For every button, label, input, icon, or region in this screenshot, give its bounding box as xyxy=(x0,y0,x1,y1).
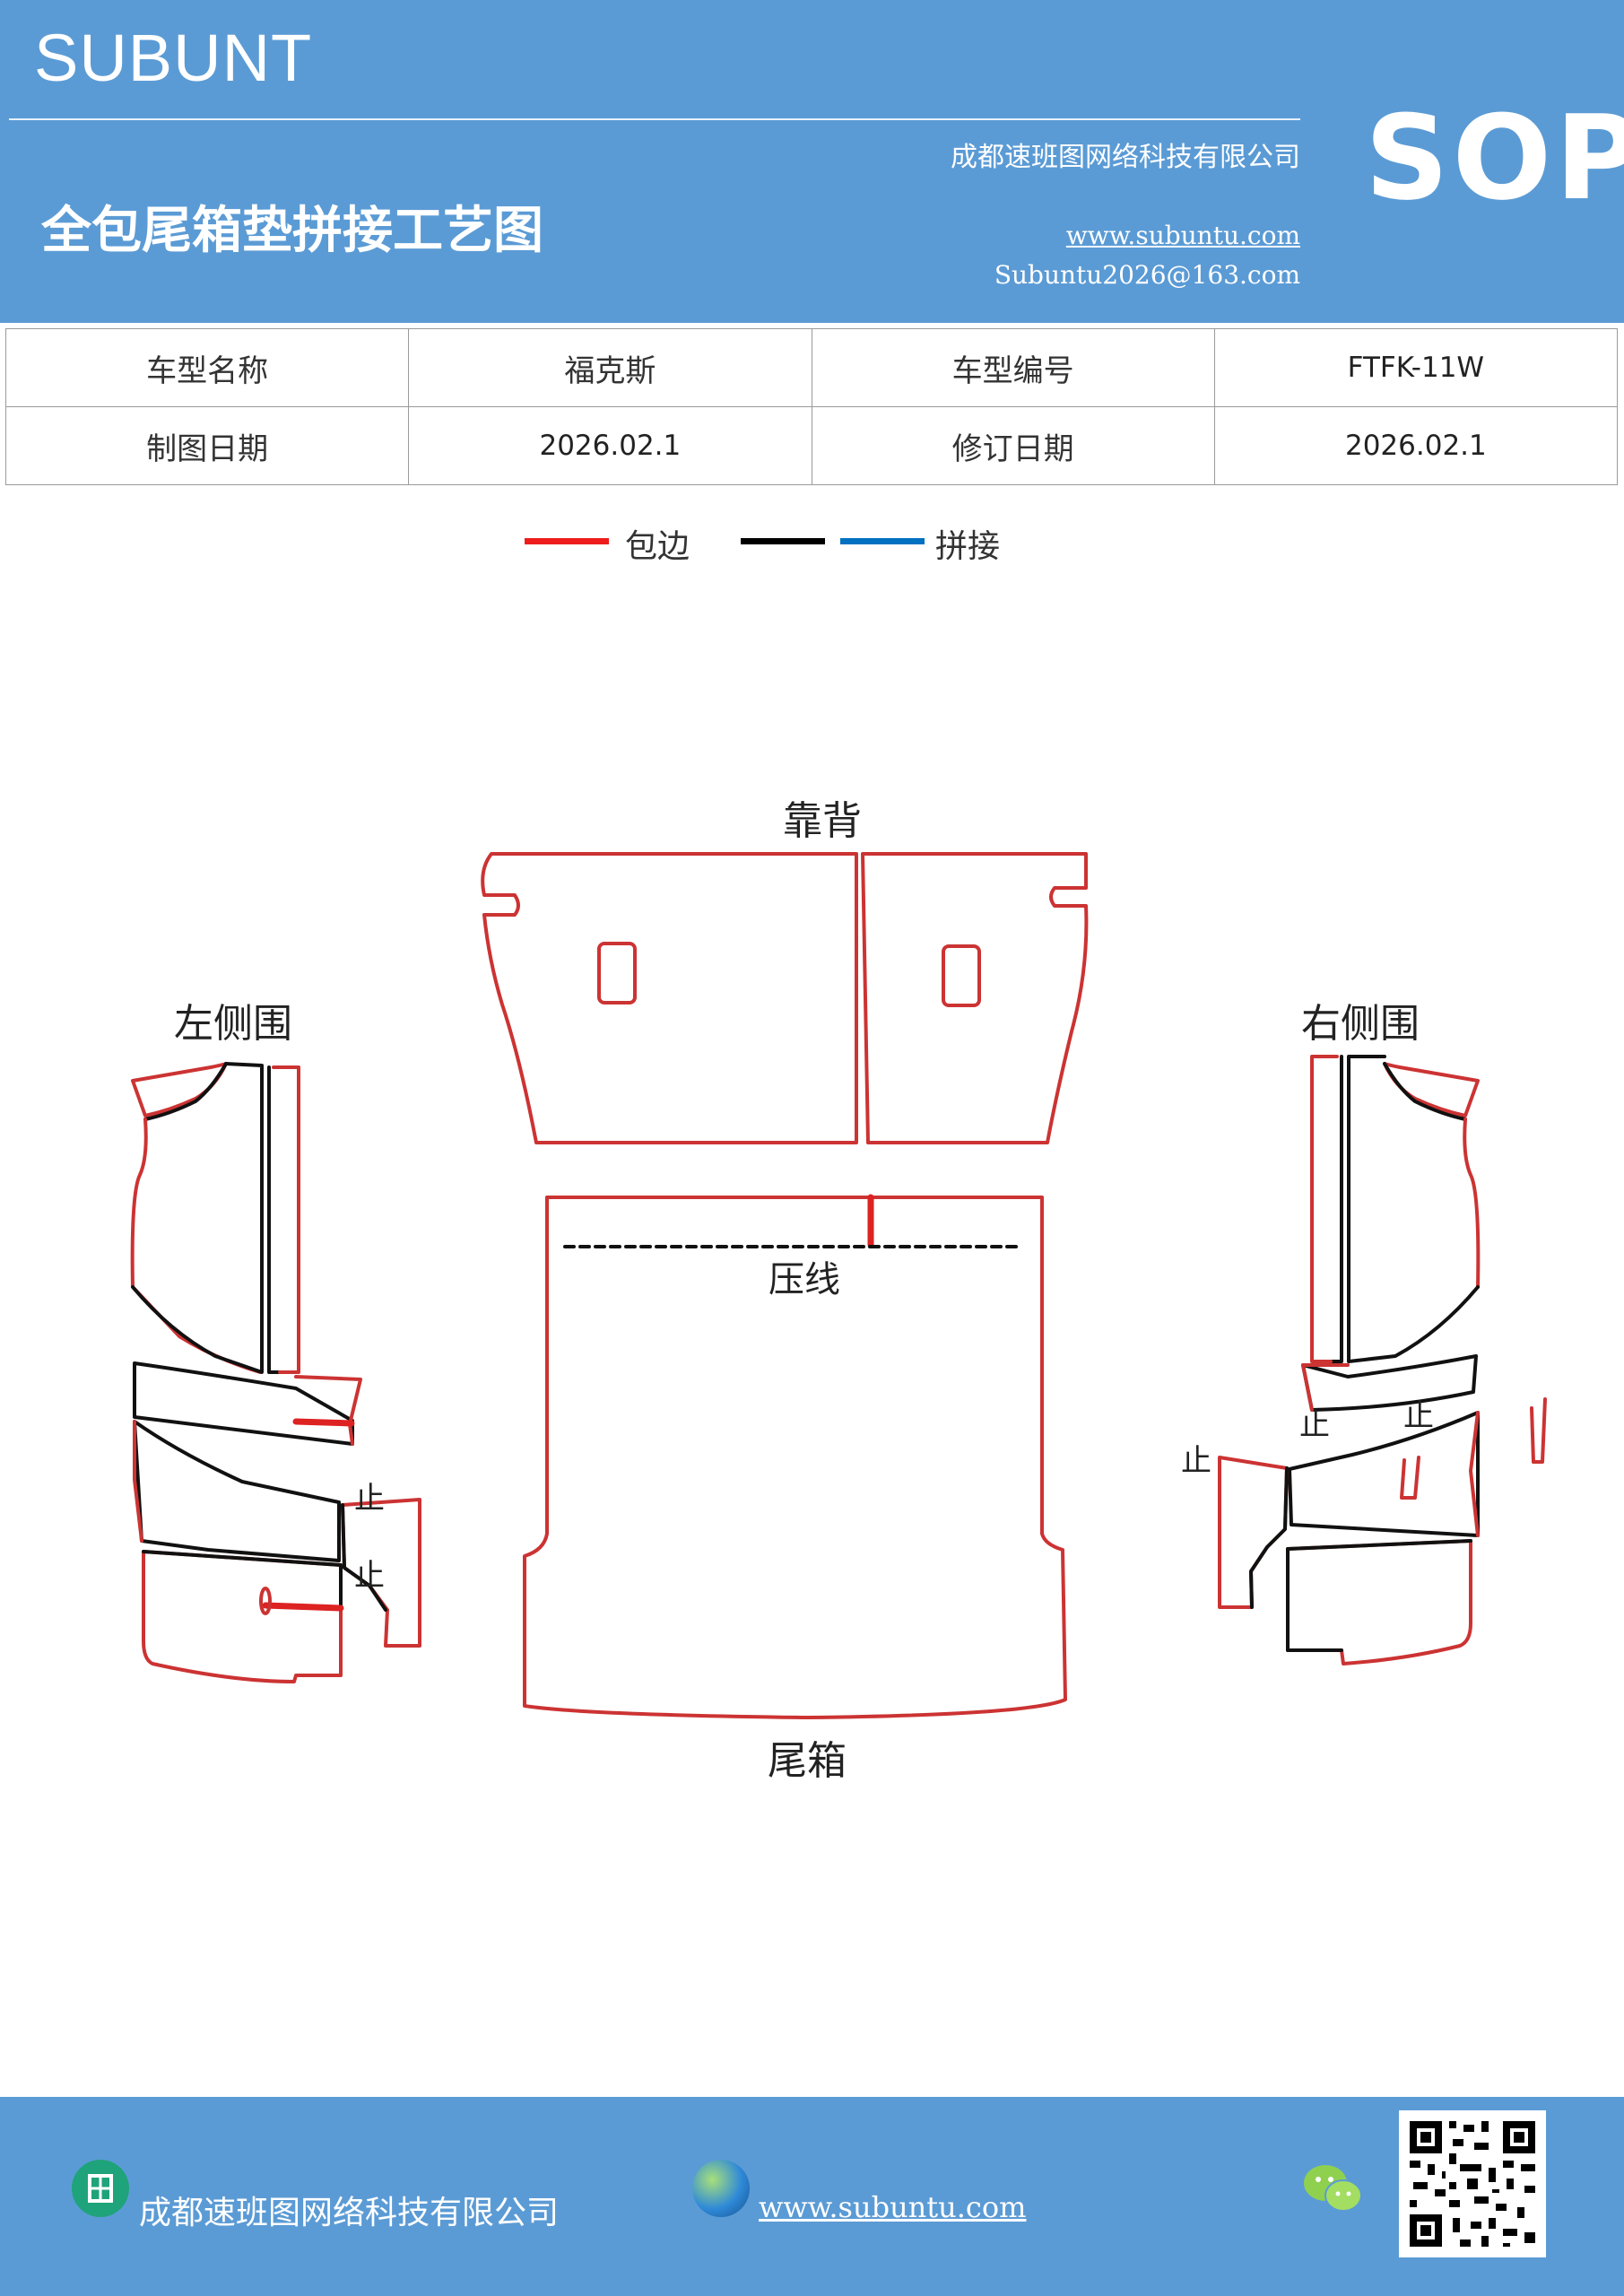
table-row: 制图日期 2026.02.1 修订日期 2026.02.1 xyxy=(4,406,1619,485)
label-press-line: 压线 xyxy=(769,1259,840,1300)
right-side-main-seam xyxy=(1383,1062,1467,1121)
legend: 包边 拼接 xyxy=(0,520,1624,574)
right-side-bottom-panel xyxy=(1286,1539,1472,1665)
right-side-strip-edge xyxy=(1310,1055,1339,1363)
backrest-left-handle xyxy=(597,942,637,1004)
right-side-lower-panel xyxy=(1288,1411,1480,1537)
left-side-lower-panel xyxy=(133,1420,341,1562)
legend-line-blue xyxy=(840,538,925,544)
legend-line-red xyxy=(525,538,609,544)
label-trunk: 尾箱 xyxy=(768,1738,847,1784)
header-company: 成都速班图网络科技有限公司 xyxy=(951,142,1300,173)
draw-date-value: 2026.02.1 xyxy=(408,406,812,485)
header-banner: SUBUNT 成都速班图网络科技有限公司 全包尾箱垫拼接工艺图 www.subu… xyxy=(0,0,1624,323)
revision-date-label: 修订日期 xyxy=(811,406,1215,485)
globe-icon xyxy=(692,2160,750,2217)
left-side-middle-panel xyxy=(133,1361,354,1446)
footer-website-link[interactable]: www.subuntu.com xyxy=(759,2190,1027,2224)
left-side-main-outline xyxy=(130,1118,262,1374)
left-side-bottom-marker xyxy=(262,1602,344,1612)
header-email[interactable]: Subuntu2026@163.com xyxy=(994,260,1300,290)
left-side-main-seam xyxy=(131,1062,264,1374)
model-code-value: FTFK-11W xyxy=(1213,328,1619,407)
right-side-lower-edge xyxy=(1469,1411,1480,1537)
left-side-main-panel xyxy=(143,1062,228,1121)
left-side-bottom-hole xyxy=(259,1587,272,1615)
right-side-strip xyxy=(1329,1055,1343,1363)
left-side-middle-edge xyxy=(294,1375,362,1446)
backrest-right-panel xyxy=(861,852,1089,1144)
table-row: 车型名称 福克斯 车型编号 FTFK-11W xyxy=(4,328,1619,407)
left-stop-mark-2: 止 xyxy=(354,1558,385,1594)
label-right-side: 右侧围 xyxy=(1301,1001,1420,1047)
right-side-middle-edge xyxy=(1301,1363,1350,1412)
left-stop-mark-1: 止 xyxy=(354,1481,385,1517)
wechat-icon[interactable] xyxy=(1302,2161,1365,2221)
left-side-middle-marker xyxy=(292,1418,355,1427)
label-left-side: 左侧围 xyxy=(174,1001,292,1047)
legend-label-seam: 拼接 xyxy=(935,528,1001,565)
right-stop-mark-2: 止 xyxy=(1403,1398,1434,1434)
right-side-tab-1 xyxy=(1530,1397,1547,1464)
vehicle-info-table: 车型名称 福克斯 车型编号 FTFK-11W 制图日期 2026.02.1 修订… xyxy=(4,328,1619,485)
sop-badge: SOP xyxy=(1365,90,1624,226)
footer-company: 成都速班图网络科技有限公司 xyxy=(139,2195,560,2231)
model-name-label: 车型名称 xyxy=(4,328,410,407)
left-side-lower-edge xyxy=(133,1420,143,1543)
right-side-clip-seam xyxy=(1249,1466,1289,1609)
legend-line-black xyxy=(741,538,825,544)
right-stop-mark-1: 止 xyxy=(1299,1407,1330,1443)
document-title: 全包尾箱垫拼接工艺图 xyxy=(41,201,543,260)
draw-date-label: 制图日期 xyxy=(4,406,410,485)
revision-date-value: 2026.02.1 xyxy=(1213,406,1619,485)
left-side-bottom-panel xyxy=(142,1550,343,1683)
trunk-floor-panel xyxy=(523,1196,1067,1719)
right-stop-mark-3: 止 xyxy=(1181,1443,1211,1479)
right-side-bottom-seam xyxy=(1286,1539,1472,1652)
backrest-right-handle xyxy=(942,944,981,1007)
left-side-strip-edge xyxy=(272,1065,300,1374)
qr-code[interactable] xyxy=(1399,2110,1546,2257)
model-code-label: 车型编号 xyxy=(811,328,1215,407)
right-side-main-outline xyxy=(1463,1118,1481,1289)
footer-banner: 成都速班图网络科技有限公司 www.subuntu.com xyxy=(0,2097,1624,2296)
model-name-value: 福克斯 xyxy=(408,328,812,407)
right-side-main-panel xyxy=(1347,1055,1480,1363)
label-backrest: 靠背 xyxy=(783,798,862,844)
trunk-mat-diagram: 靠背 左侧围 右侧围 压线 尾箱 止 止 xyxy=(130,798,1547,1784)
right-side-tab-2 xyxy=(1400,1456,1420,1500)
legend-label-edge: 包边 xyxy=(625,528,690,565)
building-icon xyxy=(72,2160,129,2217)
right-side-clip-panel xyxy=(1218,1456,1289,1609)
left-side-bottom-seam xyxy=(142,1550,343,1607)
header-website-link[interactable]: www.subuntu.com xyxy=(1065,221,1300,250)
header-divider xyxy=(9,118,1300,120)
left-side-strip xyxy=(267,1065,282,1374)
left-side-clip-seam xyxy=(341,1503,387,1612)
brand-name: SUBUNT xyxy=(34,21,313,95)
backrest-left-panel xyxy=(481,852,858,1144)
